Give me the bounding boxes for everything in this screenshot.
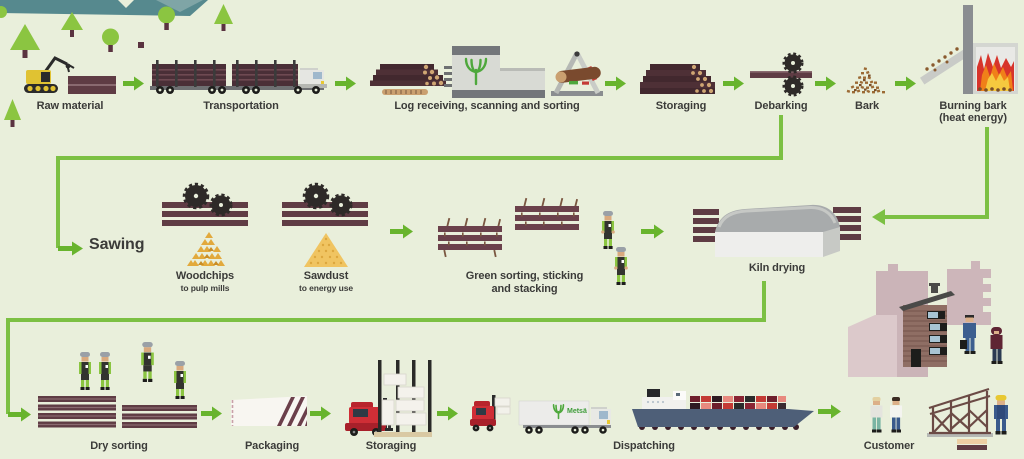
tree-icon <box>0 6 7 18</box>
truck-brand-text: Metsä <box>567 408 587 415</box>
connector-line <box>884 215 989 219</box>
apartment-building-icon <box>899 283 955 367</box>
plank-stack-icon <box>957 439 987 450</box>
customer-person-icon <box>870 397 883 433</box>
forest-mountain-icon <box>0 0 208 16</box>
flow-arrow-icon <box>8 407 31 422</box>
worker-icon <box>141 342 154 382</box>
flow-arrow-icon <box>58 241 83 256</box>
packaging-label: Packaging <box>244 440 300 452</box>
green-sorting-label: Green sorting, sticking <box>465 270 584 282</box>
woodchips-pile-icon <box>187 232 225 266</box>
city-buildings-backdrop <box>848 261 1003 377</box>
flow-arrow-icon <box>123 76 144 91</box>
cargo-ship-icon <box>632 389 814 430</box>
businessman-icon <box>960 315 976 354</box>
flow-arrow-icon <box>815 76 836 91</box>
tree-icon <box>102 28 119 52</box>
customer-label: Customer <box>863 440 915 452</box>
dispatching-label: Dispatching <box>613 440 675 452</box>
flow-arrow-icon <box>895 76 916 91</box>
harvester-icon <box>24 56 75 93</box>
kiln-building-icon <box>693 204 861 257</box>
flow-arrow-icon <box>335 76 356 91</box>
package-icon <box>231 396 307 426</box>
building-silhouette <box>848 261 991 377</box>
saw-blades-icon <box>282 182 368 226</box>
log-pile-icon <box>370 64 446 95</box>
log-stack-icon <box>68 76 116 94</box>
worker-icon <box>79 352 91 390</box>
tree-icon <box>158 6 175 30</box>
bark-label: Bark <box>854 100 880 112</box>
worker-icon <box>174 361 186 399</box>
bark-pile-icon <box>846 67 885 94</box>
storaging-packages-label: Storaging <box>365 440 417 452</box>
dry-sorting-label: Dry sorting <box>90 440 148 452</box>
storaging-logs-label: Storaging <box>655 100 707 112</box>
sawdust-sublabel: to energy use <box>299 283 353 293</box>
tree-icon <box>4 99 21 127</box>
transportation-label: Transportation <box>203 100 279 112</box>
burning-bark-label-line2: (heat energy) <box>939 112 1007 124</box>
woodchips-sublabel: to pulp mills <box>180 283 230 293</box>
scanning-building-icon <box>444 46 545 98</box>
flow-arrow-icon <box>437 406 458 421</box>
connector-line <box>985 127 989 219</box>
connector-line <box>762 281 766 322</box>
flow-arrow-icon <box>201 406 222 421</box>
tree-icon <box>214 4 233 31</box>
metsa-antler-logo-icon <box>552 404 565 420</box>
worker-icon <box>614 247 628 285</box>
debarking-label: Debarking <box>754 100 808 112</box>
flow-arrowhead-left-icon <box>872 209 885 225</box>
worker-icon <box>601 211 615 249</box>
flow-arrow-icon <box>605 76 626 91</box>
burning-bark-label: Burning bark <box>939 100 1007 112</box>
flow-arrow-icon <box>641 224 664 239</box>
flow-arrow-icon <box>390 224 413 239</box>
small-forklift-icon <box>470 395 511 432</box>
connector-line <box>56 156 60 248</box>
connector-line <box>779 115 783 160</box>
bark-furnace-icon <box>920 5 1018 94</box>
metsa-antler-logo-icon <box>464 57 488 86</box>
debarker-icon <box>750 52 812 97</box>
worker-icon <box>99 352 111 390</box>
flow-arrow-icon <box>310 406 331 421</box>
sticker-stack-icon <box>438 217 502 258</box>
connector-line <box>6 318 766 322</box>
kiln-drying-label: Kiln drying <box>748 262 806 274</box>
green-sorting-label-line2: and stacking <box>491 283 558 295</box>
sawing-label: Sawing <box>89 236 145 253</box>
log-scanner-icon <box>551 51 603 96</box>
log-pile-icon <box>640 64 715 94</box>
customer-person-icon <box>890 397 902 433</box>
stump-dot <box>138 42 144 48</box>
builder-icon <box>994 395 1008 435</box>
woodchips-label: Woodchips <box>175 270 235 282</box>
sticker-stack-icon <box>515 197 579 230</box>
tree-icon <box>10 24 40 58</box>
sawdust-pile-icon <box>304 233 348 267</box>
flow-arrow-icon <box>723 76 744 91</box>
log-truck-icon <box>150 60 327 94</box>
saw-blades-icon <box>162 182 248 226</box>
package-rack-icon <box>374 360 432 437</box>
log-receiving-label: Log receiving, scanning and sorting <box>394 100 580 112</box>
tree-icon <box>61 12 83 37</box>
sawdust-label: Sawdust <box>303 270 349 282</box>
plank-stack-icon <box>38 396 116 428</box>
connector-line <box>56 156 783 160</box>
flow-arrow-icon <box>818 404 841 419</box>
raw-material-label: Raw material <box>36 100 104 112</box>
pedestrian-icon <box>990 327 1003 364</box>
plank-stack-icon <box>122 405 197 428</box>
delivery-truck-icon <box>518 400 611 434</box>
connector-line <box>6 318 10 414</box>
timber-frame-house-icon <box>927 387 993 437</box>
